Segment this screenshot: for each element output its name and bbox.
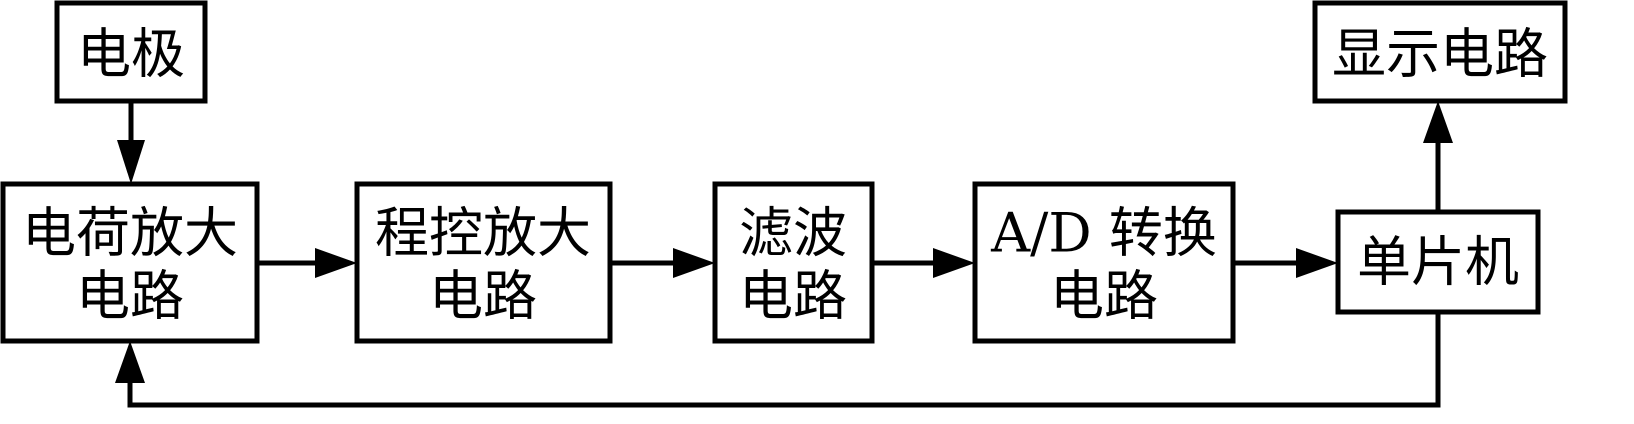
electrode-label: 电极 bbox=[77, 23, 185, 86]
arrow-pga-to-filter bbox=[610, 248, 715, 278]
display-block: 显示电路 bbox=[1312, 0, 1568, 104]
display-label: 显示电路 bbox=[1332, 23, 1548, 86]
programmable-amplifier-label-line1: 程控放大 bbox=[375, 202, 591, 265]
feedback-arrow-mcu-to-charge-amp bbox=[115, 312, 1441, 408]
electrode-block: 电极 bbox=[54, 0, 208, 104]
adc-block: A/D 转换 电路 bbox=[972, 181, 1236, 344]
mcu-label: 单片机 bbox=[1357, 231, 1519, 294]
arrow-charge-amp-to-pga bbox=[257, 248, 357, 278]
filter-label-line2: 电路 bbox=[739, 265, 847, 328]
arrow-adc-to-mcu bbox=[1233, 248, 1338, 278]
adc-label-line1: A/D 转换 bbox=[990, 202, 1217, 265]
mcu-block: 单片机 bbox=[1335, 209, 1541, 315]
charge-amplifier-label-line1: 电荷放大 bbox=[22, 202, 238, 265]
arrow-electrode-to-charge-amp bbox=[117, 101, 145, 184]
charge-amplifier-label-line2: 电路 bbox=[76, 265, 184, 328]
adc-label-line2: 电路 bbox=[1050, 265, 1158, 328]
arrow-filter-to-adc bbox=[872, 248, 975, 278]
arrow-mcu-to-display bbox=[1423, 101, 1453, 212]
charge-amplifier-block: 电荷放大 电路 bbox=[0, 181, 260, 344]
filter-label-line1: 滤波 bbox=[739, 202, 847, 265]
programmable-amplifier-block: 程控放大 电路 bbox=[354, 181, 613, 344]
filter-block: 滤波 电路 bbox=[712, 181, 875, 344]
programmable-amplifier-label-line2: 电路 bbox=[429, 265, 537, 328]
